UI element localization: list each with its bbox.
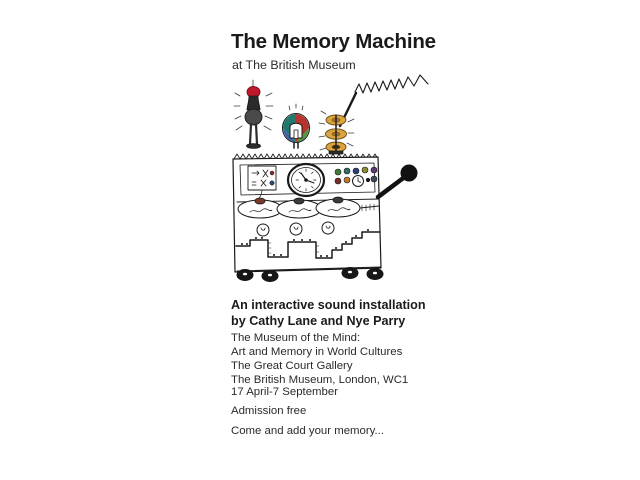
credit-line-2: by Cathy Lane and Nye Parry (231, 314, 406, 329)
control-panel-symbols (247, 165, 277, 203)
detail-line-1: The Museum of the Mind: (231, 332, 361, 344)
detail-line-2: Art and Memory in World Cultures (231, 345, 403, 358)
dates-block: 17 April-7 September (231, 386, 338, 400)
invitation-block: Come and add your memory... (231, 425, 384, 439)
credits-block: An interactive sound installation by Cat… (231, 297, 561, 330)
clock-face (286, 162, 326, 198)
colored-button-grid (334, 166, 378, 187)
golden-disc-antenna (318, 74, 429, 155)
red-knob-assembly (233, 79, 274, 149)
admission-block: Admission free (231, 405, 306, 419)
poster-header: The Memory Machine at The British Museum (231, 30, 551, 72)
credit-line-1: An interactive sound installation (231, 298, 426, 312)
stepped-graph (235, 228, 381, 259)
detail-line-3: The Great Court Gallery (231, 359, 353, 372)
details-block: The Museum of the Mind: Art and Memory i… (231, 332, 561, 388)
oval-pods (237, 196, 380, 219)
admission-info: Admission free (231, 405, 307, 417)
poster-venue: at The British Museum (232, 57, 356, 72)
memory-machine-illustration (228, 62, 433, 292)
machine-body (232, 153, 418, 273)
exhibition-dates: 17 April-7 September (231, 386, 339, 398)
page-title: The Memory Machine (231, 30, 436, 53)
memory-machine-drawing (232, 74, 429, 282)
detail-line-4: The British Museum, London, WC1 (231, 373, 409, 386)
invitation-text: Come and add your memory... (231, 425, 384, 437)
colored-emblem (282, 103, 310, 149)
lever-arm (375, 164, 418, 200)
machine-wheels (236, 267, 384, 282)
small-dials (256, 221, 335, 237)
